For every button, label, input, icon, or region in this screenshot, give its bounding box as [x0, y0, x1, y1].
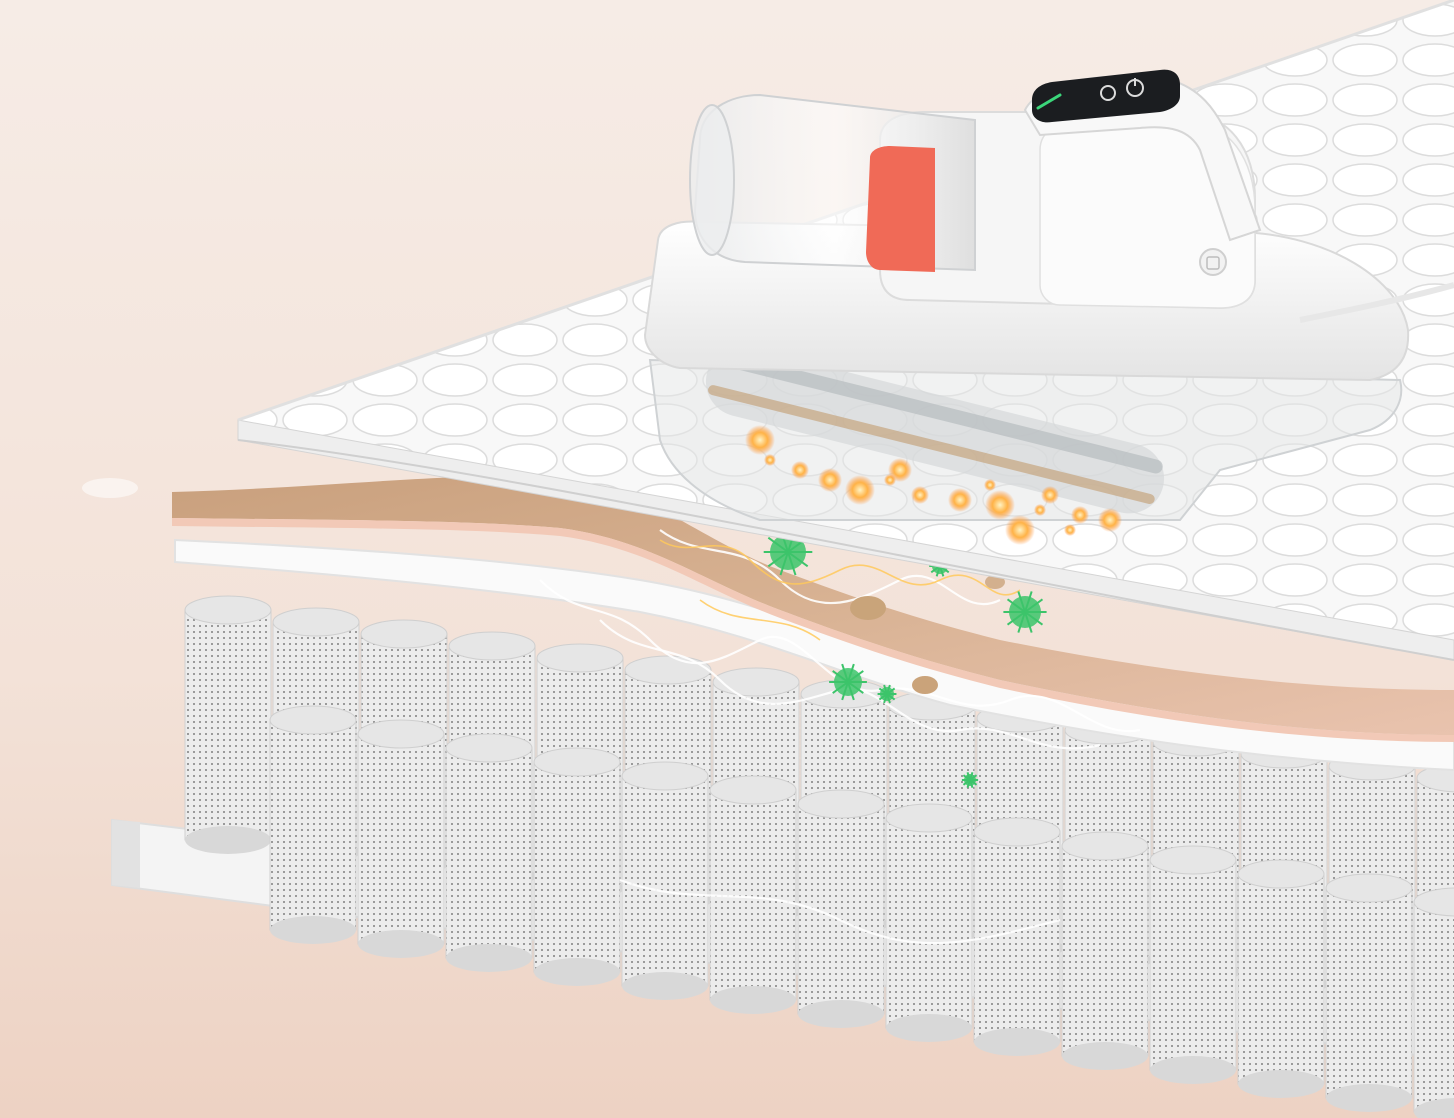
sparkle	[1071, 506, 1089, 524]
pocket-spring	[1413, 887, 1454, 1118]
pocket-spring	[1149, 845, 1237, 1084]
pocket-spring	[709, 775, 797, 1014]
sparkle	[1041, 486, 1059, 504]
pocket-spring	[1237, 859, 1325, 1098]
mattress-vacuum-device	[643, 69, 1454, 545]
pocket-spring	[1061, 831, 1149, 1070]
trash-icon[interactable]	[1199, 248, 1227, 276]
sparkle	[764, 454, 776, 466]
ambient-glow	[82, 478, 138, 498]
pocket-spring	[445, 733, 533, 972]
pocket-springs	[184, 595, 1454, 1118]
roller-brush	[705, 346, 1165, 514]
sparkle	[1064, 524, 1076, 536]
pocket-spring	[621, 761, 709, 1000]
sparkle	[1098, 508, 1122, 532]
pocket-spring	[184, 595, 272, 854]
pocket-spring	[885, 803, 973, 1042]
power-cord	[1299, 282, 1454, 323]
sparkle	[745, 425, 775, 455]
mode-icon[interactable]	[1100, 85, 1116, 101]
microbe-icon	[1003, 591, 1047, 633]
pocket-spring	[797, 789, 885, 1028]
sparkle	[818, 468, 842, 492]
pocket-spring	[973, 817, 1061, 1056]
sparkle	[791, 461, 809, 479]
sparkle	[1034, 504, 1046, 516]
pocket-spring	[357, 719, 445, 958]
spark-lines	[659, 539, 1021, 641]
microbe-icon	[961, 771, 979, 789]
pocket-spring	[533, 747, 621, 986]
sparkle	[1005, 515, 1035, 545]
pocket-spring	[269, 705, 357, 944]
dust-mites	[850, 575, 1005, 694]
foam-layer	[172, 475, 1454, 735]
sparkles	[745, 425, 1122, 545]
sparkle	[948, 488, 972, 512]
sparkle	[911, 486, 929, 504]
microbe-icon	[877, 684, 897, 704]
sparkle	[985, 490, 1015, 520]
sparkle	[888, 458, 912, 482]
pocket-spring	[1325, 873, 1413, 1112]
microbe-icon	[829, 663, 867, 701]
power-icon[interactable]	[1126, 78, 1144, 97]
control-display[interactable]	[1032, 69, 1180, 123]
accent-band	[866, 146, 935, 272]
sparkle	[984, 479, 996, 491]
sparkle	[845, 475, 875, 505]
